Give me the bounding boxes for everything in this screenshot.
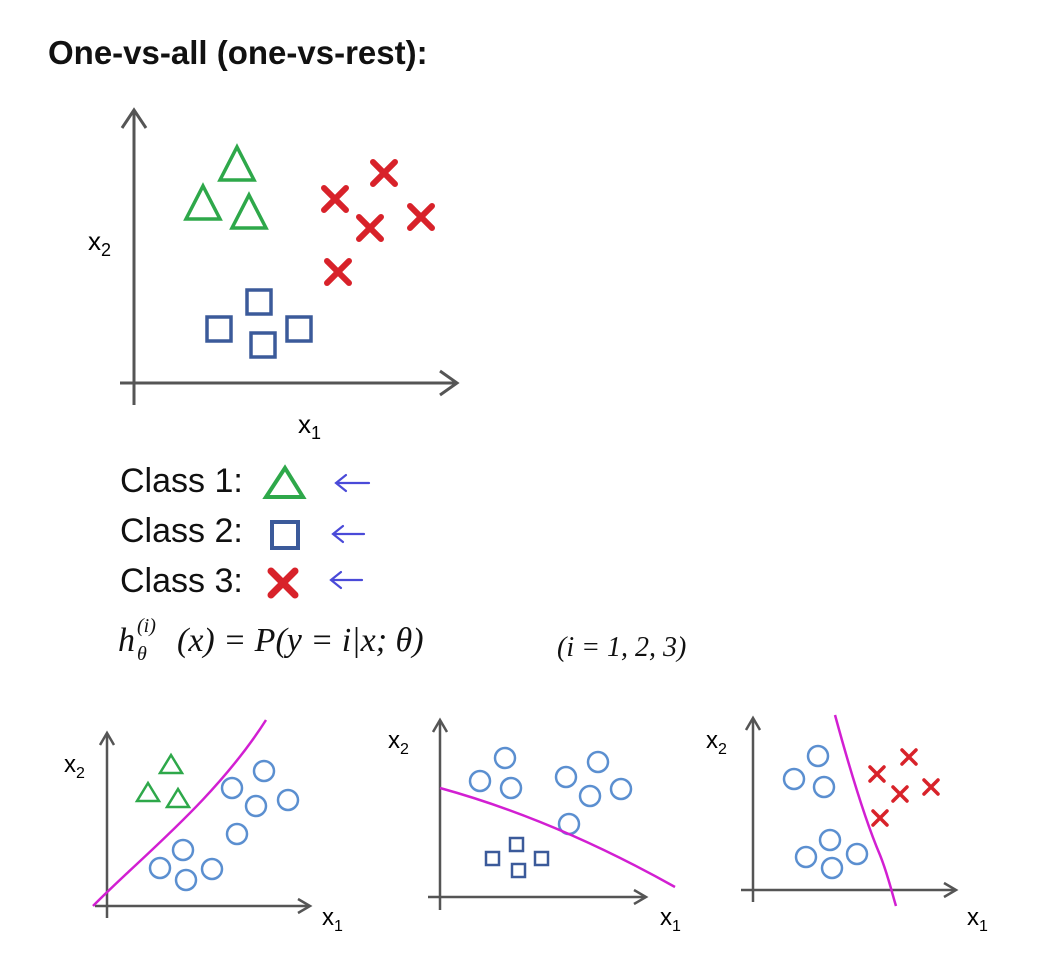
panel1-x-axis-label: x1 <box>322 904 343 935</box>
cross-point <box>370 159 398 187</box>
main-triangles <box>183 143 269 230</box>
decision-boundary <box>833 714 898 907</box>
class-2-label: Class 2: <box>120 512 243 550</box>
square-point <box>245 288 273 316</box>
panel1-y-axis-label: x2 <box>64 751 85 782</box>
panel-class-2: x2 x1 <box>388 717 681 935</box>
square-point <box>205 315 233 343</box>
cross-point <box>356 214 384 242</box>
panel3-x-axis-label: x1 <box>967 904 988 935</box>
square-point <box>249 331 277 359</box>
triangle-icon <box>262 464 307 499</box>
page-title: One-vs-all (one-vs-rest): <box>48 34 428 71</box>
cross-icon <box>267 567 299 599</box>
class-3-label: Class 3: <box>120 562 243 600</box>
square-icon <box>270 520 300 550</box>
panel2-y-axis-label: x2 <box>388 727 409 758</box>
triangle-point <box>229 191 269 230</box>
class-1-label: Class 1: <box>120 462 243 500</box>
panel-class-1: x2 x1 <box>64 719 343 935</box>
panel-class-3: x2 x1 <box>706 714 988 935</box>
main-x-axis-label: x1 <box>298 409 321 443</box>
cross-point <box>324 258 352 286</box>
main-squares <box>205 288 313 359</box>
index-range: (i = 1, 2, 3) <box>557 632 687 663</box>
decision-boundary <box>439 786 676 889</box>
cross-point <box>321 185 349 213</box>
main-crosses <box>321 159 435 286</box>
square-point <box>285 315 313 343</box>
panel3-y-axis-label: x2 <box>706 727 727 758</box>
panel2-x-axis-label: x1 <box>660 904 681 935</box>
arrow-left-icon <box>329 473 371 590</box>
triangle-point <box>217 143 257 182</box>
main-axes <box>120 107 460 405</box>
cross-point <box>407 203 435 231</box>
decision-boundary <box>92 719 268 907</box>
main-y-axis-label: x2 <box>88 226 111 260</box>
hypothesis-formula: h (i) θ (x) = P(y = i|x; θ) <box>118 615 424 665</box>
triangle-point <box>183 182 223 221</box>
